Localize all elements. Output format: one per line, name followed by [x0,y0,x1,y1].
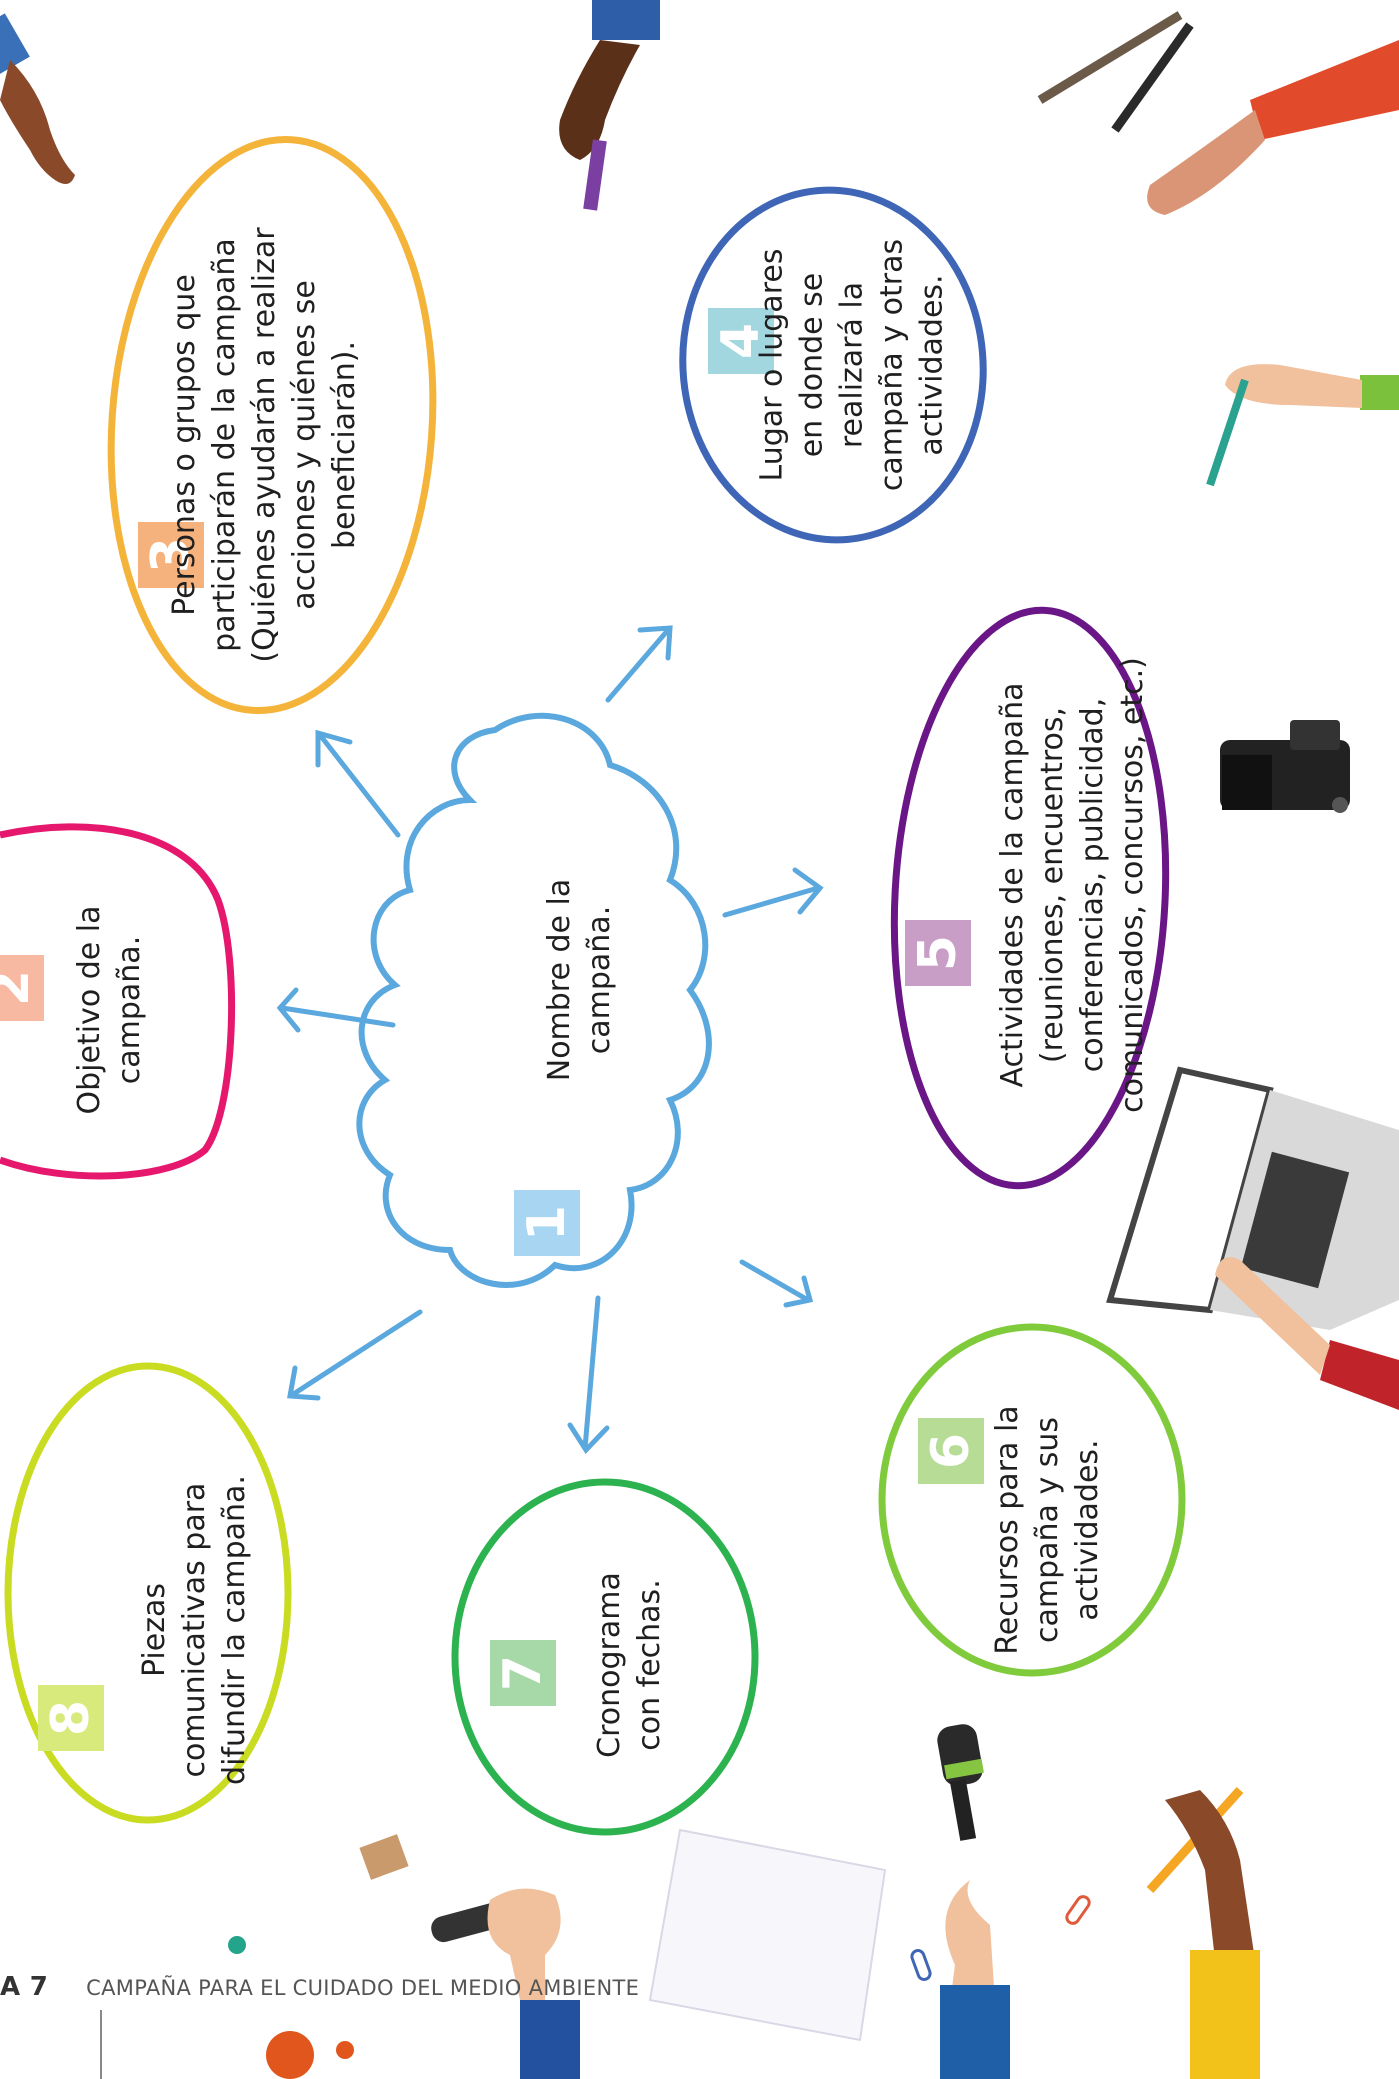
node-7-text: Cronograma con fechas. [592,1572,667,1758]
arrow-to-node-2 [276,987,396,1033]
node-8-outline [4,1362,292,1824]
arrow-to-node-4 [605,625,673,703]
pencils-top-right-illustration [1037,11,1194,133]
arrows [276,625,824,1455]
node-2-text: Objetivo de la campaña. [72,905,147,1115]
node-4-text: Lugar o lugares en donde se realizará la… [754,238,950,492]
hand-top-center-illustration [559,0,660,211]
paperclip-icon [910,1895,1091,1981]
hand-top-left-illustration [0,13,75,184]
node-2-number: 2 [0,955,44,1021]
page-number: A 7 [0,1972,49,2002]
arrow-to-node-3 [315,729,401,838]
laptop-illustration [1106,1066,1399,1410]
node-3-badge: 3 [138,522,204,588]
arrow-to-node-8 [287,1309,423,1401]
node-5-badge: 5 [905,920,971,986]
node-5-outline [890,606,1170,1190]
paint-splash-illustration [228,1936,354,2079]
node-5-number: 5 [908,934,968,972]
center-number: 1 [517,1204,577,1242]
footer-title: CAMPAÑA PARA EL CUIDADO DEL MEDIO AMBIEN… [86,1976,640,2000]
node-2-outline [0,823,236,1180]
hand-bottom-right-pencil-illustration [1146,1786,1260,2079]
node-8-badge: 8 [38,1685,104,1751]
camera-illustration [1220,720,1350,813]
notebook-paper-illustration [648,1828,887,2042]
sharpener-illustration [359,1834,409,1880]
node-3-outline [107,135,437,715]
node-4-outline [679,186,987,544]
node-3-text: Personas o grupos que participarán de la… [167,227,362,663]
node-4-badge: 4 [708,308,774,374]
hand-right-pencil-illustration [1206,364,1399,487]
page-footer: A 7 CAMPAÑA PARA EL CUIDADO DEL MEDIO AMB… [0,1972,639,2002]
node-6-outline [878,1323,1186,1677]
node-7-outline [451,1478,759,1836]
node-6-number: 6 [921,1432,981,1470]
node-6-badge: 6 [918,1418,984,1484]
arrow-to-node-7 [567,1295,610,1455]
hand-top-right-illustration [1147,40,1399,215]
center-number-badge: 1 [514,1190,580,1256]
node-7-number: 7 [493,1654,553,1692]
node-6-text: Recursos para la campaña y sus actividad… [990,1405,1105,1655]
node-5-text: Actividades de la campaña (reuniones, en… [995,657,1150,1113]
node-2-badge: 2 [0,955,44,1021]
node-7-badge: 7 [490,1640,556,1706]
microphone-illustration [937,1724,1010,2079]
node-8-text: Piezas comunicativas para difundir la ca… [137,1475,252,1785]
arrow-to-node-6 [739,1259,814,1308]
footer-divider [100,2010,102,2079]
node-8-number: 8 [41,1699,101,1737]
hand-bottom-microphone-illustration [431,1888,580,2079]
center-cloud-outline [356,712,712,1288]
center-label: Nombre de la campaña. [542,878,617,1082]
arrow-to-node-5 [722,867,824,918]
